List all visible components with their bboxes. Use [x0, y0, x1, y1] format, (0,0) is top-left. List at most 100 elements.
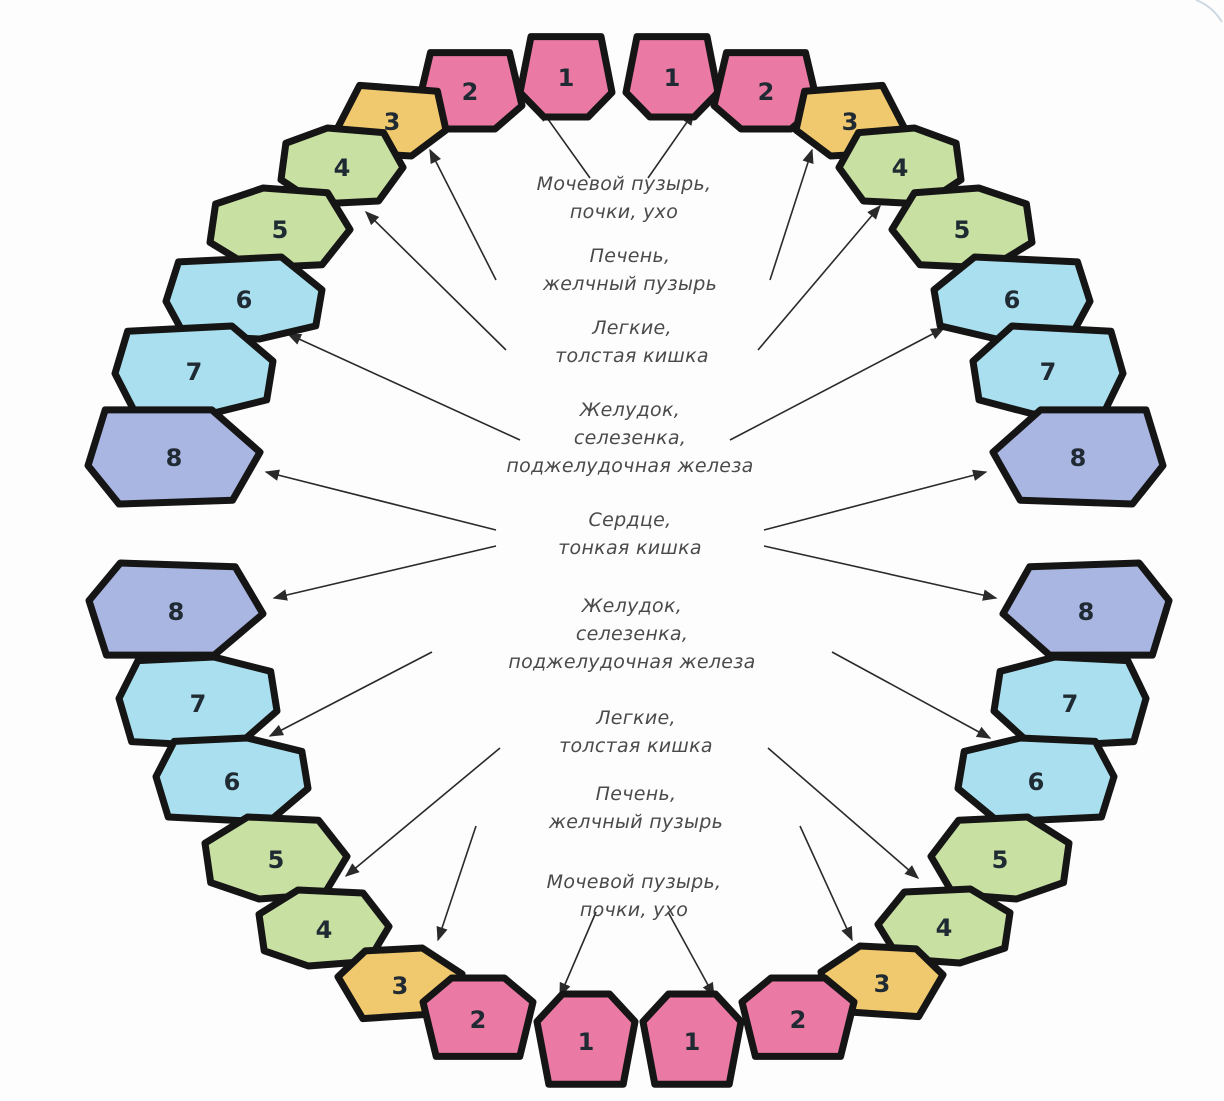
tooth-lower-left-6: 6: [152, 734, 312, 826]
tooth-number: 1: [664, 64, 681, 92]
organ-label-line: почки, ухо: [580, 899, 688, 921]
tooth-shape: [201, 813, 351, 903]
tooth-number: 2: [462, 78, 479, 106]
tooth-number: 8: [1078, 598, 1095, 626]
tooth-number: 3: [392, 972, 409, 1000]
tooth-number: 2: [790, 1006, 807, 1034]
tooth-shape: [835, 124, 965, 208]
tooth-upper-left-5: 5: [206, 184, 354, 272]
tooth-upper-left-4: 4: [277, 124, 407, 208]
tooth-upper-right-7: 7: [969, 322, 1127, 418]
organ-label-line: поджелудочная железа: [506, 455, 753, 477]
organ-label-line: Желудок,: [579, 399, 680, 421]
organ-label-line: Печень,: [590, 245, 671, 267]
tooth-number: 4: [316, 916, 333, 944]
tooth-shape: [969, 322, 1127, 418]
arrow-lower-stomach-to-lower-left-7: [268, 651, 433, 737]
organ-label-line: Мочевой пузырь,: [537, 173, 712, 195]
organ-label-upper-bladder: Мочевой пузырь,почки, ухо: [537, 173, 712, 223]
tooth-number: 1: [684, 1028, 701, 1056]
arrow-upper-liver-to-upper-left-3: [429, 148, 497, 281]
tooth-number: 6: [236, 286, 253, 314]
organ-label-line: толстая кишка: [559, 735, 713, 757]
tooth-shape: [84, 406, 264, 508]
tooth-upper-right-8: 8: [989, 406, 1167, 508]
tooth-lower-left-4: 4: [255, 886, 393, 970]
tooth-number: 7: [190, 690, 207, 718]
arrow-upper-lungs-to-upper-right-4: [757, 204, 881, 351]
tooth-number: 8: [168, 598, 185, 626]
organ-label-lower-bladder: Мочевой пузырь, почки, ухо: [547, 871, 722, 921]
organ-label-lower-lungs: Легкие, толстая кишка: [559, 707, 713, 757]
organ-label-line: Легкие,: [591, 317, 672, 339]
arrow-heart-to-lower-right-8: [763, 545, 998, 601]
arrow-heart-to-upper-left-8: [264, 469, 497, 531]
arrow-lower-liver-to-lower-right-3: [799, 825, 853, 942]
tooth-lower-left-8: 8: [85, 559, 267, 659]
labels-layer: Мочевой пузырь,почки, ухоПечень,желчный …: [506, 173, 755, 921]
arrow-upper-liver-to-upper-right-3: [769, 148, 814, 281]
tooth-number: 7: [1062, 690, 1079, 718]
tooth-number: 5: [268, 846, 285, 874]
tooth-lower-right-5: 5: [927, 813, 1073, 903]
organ-label-upper-liver: Печень,желчный пузырь: [542, 245, 717, 295]
tooth-upper-right-5: 5: [888, 184, 1036, 272]
arrow-lower-lungs-to-lower-right-5: [767, 747, 920, 879]
organ-label-line: Мочевой пузырь,: [547, 871, 722, 893]
organ-label-line: толстая кишка: [555, 345, 709, 367]
tooth-shape: [162, 253, 326, 343]
tooth-shape: [419, 974, 537, 1060]
tooth-number: 5: [272, 216, 289, 244]
tooth-number: 1: [578, 1028, 595, 1056]
organ-label-line: селезенка,: [574, 427, 686, 449]
organ-label-lower-stomach: Желудок, селезенка, поджелудочная железа: [508, 595, 755, 673]
tooth-shape: [927, 813, 1073, 903]
organ-label-line: Желудок,: [581, 595, 682, 617]
tooth-lower-left-2: 2: [419, 974, 537, 1060]
tooth-upper-left-6: 6: [162, 253, 326, 343]
tooth-number: 8: [1070, 444, 1087, 472]
tooth-lower-left-1: 1: [533, 990, 639, 1088]
tooth-upper-right-1: 1: [622, 33, 722, 121]
organ-label-heart: Сердце, тонкая кишка: [558, 509, 702, 559]
organ-label-line: желчный пузырь: [548, 811, 723, 833]
organ-label-line: тонкая кишка: [558, 537, 702, 559]
tooth-number: 2: [758, 78, 775, 106]
tooth-number: 6: [1028, 768, 1045, 796]
arrow-upper-bladder-to-upper-right-1: [647, 110, 695, 179]
tooth-shape: [639, 990, 745, 1088]
organ-label-line: поджелудочная железа: [508, 651, 755, 673]
tooth-number: 3: [842, 108, 859, 136]
tooth-shape: [738, 974, 858, 1060]
tooth-shape: [930, 253, 1094, 343]
tooth-number: 2: [470, 1006, 487, 1034]
tooth-shape: [255, 886, 393, 970]
tooth-number: 6: [1004, 286, 1021, 314]
tooth-lower-right-2: 2: [738, 974, 858, 1060]
arrow-heart-to-upper-right-8: [763, 469, 988, 531]
tooth-shape: [874, 885, 1014, 967]
tooth-lower-right-8: 8: [999, 559, 1173, 659]
tooth-lower-right-4: 4: [874, 885, 1014, 967]
organ-label-upper-lungs: Легкие, толстая кишка: [555, 317, 709, 367]
arrow-lower-bladder-to-lower-left-1: [559, 911, 597, 998]
organ-label-line: Легкие,: [595, 707, 676, 729]
tooth-lower-right-7: 7: [990, 653, 1150, 751]
tooth-number: 7: [186, 358, 203, 386]
organ-label-line: Сердце,: [589, 509, 672, 531]
arrow-lower-stomach-to-lower-right-7: [831, 651, 992, 739]
tooth-shape: [533, 990, 639, 1088]
tooth-shape: [989, 406, 1167, 508]
tooth-shape: [111, 322, 277, 418]
arrow-lower-bladder-to-lower-right-1: [667, 911, 715, 998]
tooth-lower-left-7: 7: [115, 653, 281, 751]
arrow-lower-lungs-to-lower-left-5: [344, 747, 501, 877]
tooth-number: 3: [384, 108, 401, 136]
organ-label-line: селезенка,: [576, 623, 688, 645]
organ-label-line: Печень,: [596, 783, 677, 805]
tooth-number: 6: [224, 768, 241, 796]
tooth-shape: [206, 184, 354, 272]
tooth-lower-right-1: 1: [639, 990, 745, 1088]
